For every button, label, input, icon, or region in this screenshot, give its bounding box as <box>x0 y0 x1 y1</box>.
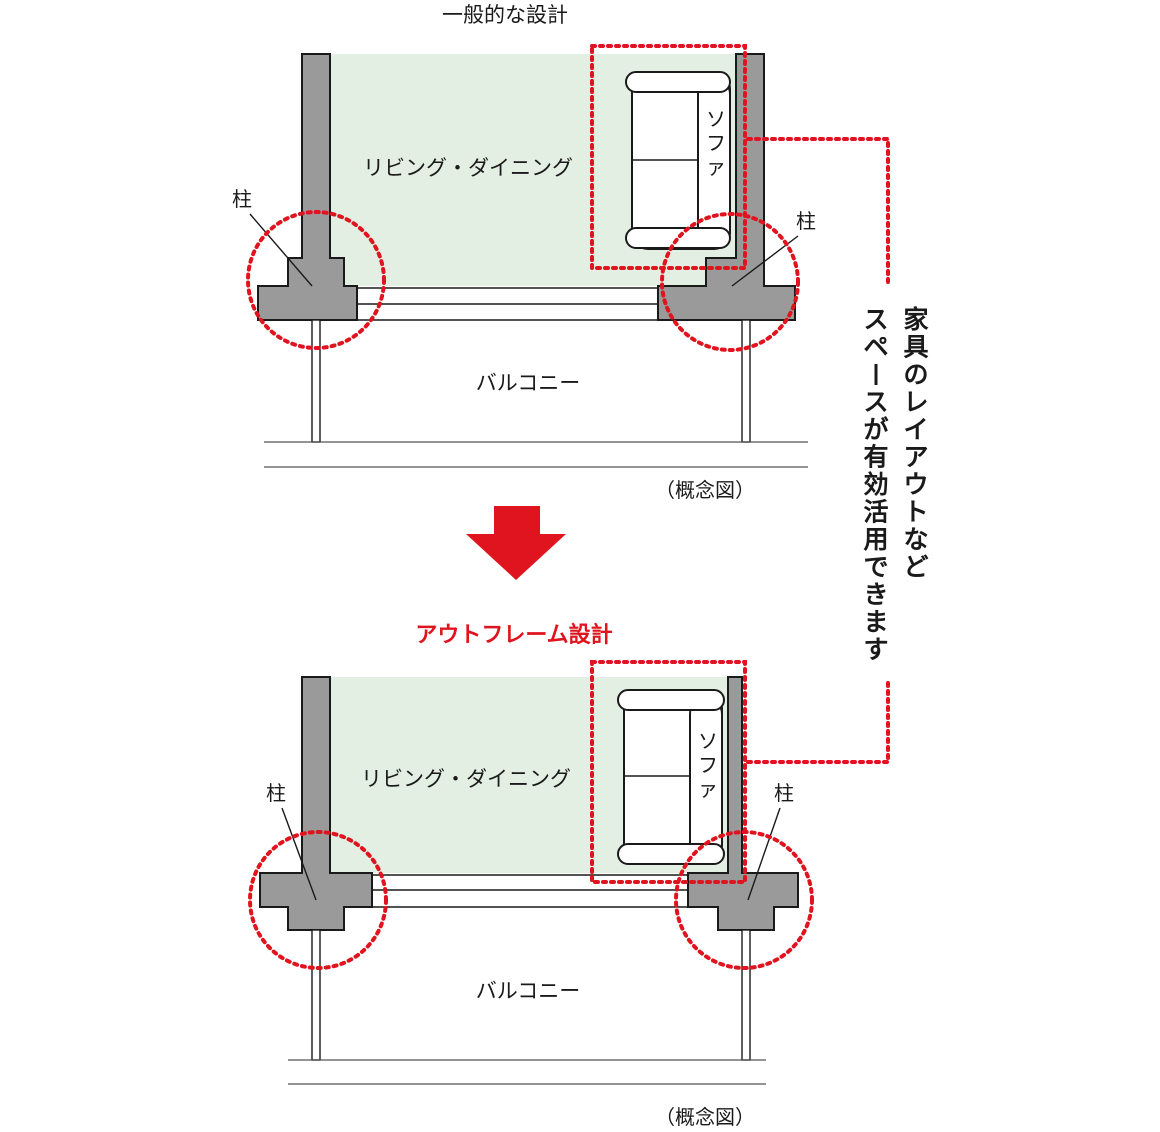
top-sofa-label: ソ フ ァ <box>706 107 732 179</box>
side-note-char: 効 <box>863 470 888 499</box>
side-note-char: な <box>903 525 928 554</box>
side-note-char: 用 <box>863 525 888 554</box>
side-note-char: ト <box>903 498 928 527</box>
bottom-column-label-right: 柱 <box>774 781 794 805</box>
top-sofa-highlight <box>590 44 747 270</box>
side-note-char: ま <box>863 608 888 637</box>
side-note-char: 家 <box>903 305 928 334</box>
side-note-char: レ <box>903 388 928 417</box>
top-sofa <box>625 71 731 250</box>
side-note-char: ど <box>903 553 928 582</box>
top-title: 一般的な設計 <box>442 3 568 27</box>
bottom-sofa-label: ソ フ ァ <box>698 729 724 801</box>
bottom-title: アウトフレーム設計 <box>415 622 612 648</box>
down-arrow <box>466 506 566 580</box>
side-connector <box>746 137 890 764</box>
top-balcony-label: バルコニー <box>476 371 581 395</box>
side-note-char: で <box>863 553 888 582</box>
bottom-left-column <box>259 676 373 931</box>
top-column-label-right: 柱 <box>796 209 816 233</box>
top-room-label: リビング・ダイニング <box>363 156 573 180</box>
bottom-column-label-left: 柱 <box>266 781 286 805</box>
bottom-sofa-char-1: ソ <box>698 729 718 753</box>
bottom-left-column-highlight <box>248 830 388 970</box>
side-note-char: ス <box>863 388 888 417</box>
top-diagram: 一般的な設計 リビング・ダイニング バルコニー （概念図） ソ フ ァ <box>232 3 816 502</box>
top-sofa-char-1: ソ <box>706 107 726 131</box>
side-note-char: ウ <box>903 470 928 499</box>
side-note: 家具のレイアウトなど スペスが有効活用できます <box>863 305 928 664</box>
bottom-room-label: リビング・ダイニング <box>361 767 571 791</box>
top-right-column-highlight <box>660 212 800 352</box>
top-sofa-char-2: フ <box>706 131 726 155</box>
bottom-balcony-post-left <box>311 929 321 1061</box>
side-note-char: ペ <box>863 333 888 362</box>
top-column-label-left: 柱 <box>232 187 252 211</box>
bottom-balcony-label: バルコニー <box>476 979 581 1003</box>
side-note-char: き <box>863 580 888 609</box>
side-note-char: ア <box>903 443 928 472</box>
side-note-char: が <box>863 415 888 444</box>
side-note-char: す <box>863 635 888 664</box>
bottom-sofa-char-3: ァ <box>698 777 718 801</box>
side-note-line2: スペスが有効活用できます <box>863 305 888 664</box>
bottom-balcony-post-right <box>741 929 751 1061</box>
side-note-char: 具 <box>903 333 928 362</box>
top-sofa-char-3: ァ <box>706 155 726 179</box>
side-note-char: ス <box>863 305 888 334</box>
side-note-char: の <box>903 360 928 389</box>
top-balcony-post-left <box>311 319 321 443</box>
side-note-line1: 家具のレイアウトなど <box>903 305 928 582</box>
side-note-char: 有 <box>863 443 888 472</box>
side-note-char: イ <box>903 415 928 444</box>
bottom-sofa <box>617 689 725 865</box>
bottom-caption: （概念図） <box>655 1105 755 1129</box>
top-left-column-highlight <box>246 210 386 350</box>
bottom-sofa-char-2: フ <box>698 753 718 777</box>
bottom-sofa-highlight <box>590 660 747 884</box>
top-balcony-post-right <box>741 319 751 443</box>
top-caption: （概念図） <box>655 478 755 502</box>
side-note-char: 活 <box>863 498 888 527</box>
bottom-diagram: アウトフレーム設計 リビング・ダイニング バルコニー （概念図） ソ フ <box>248 622 814 1129</box>
